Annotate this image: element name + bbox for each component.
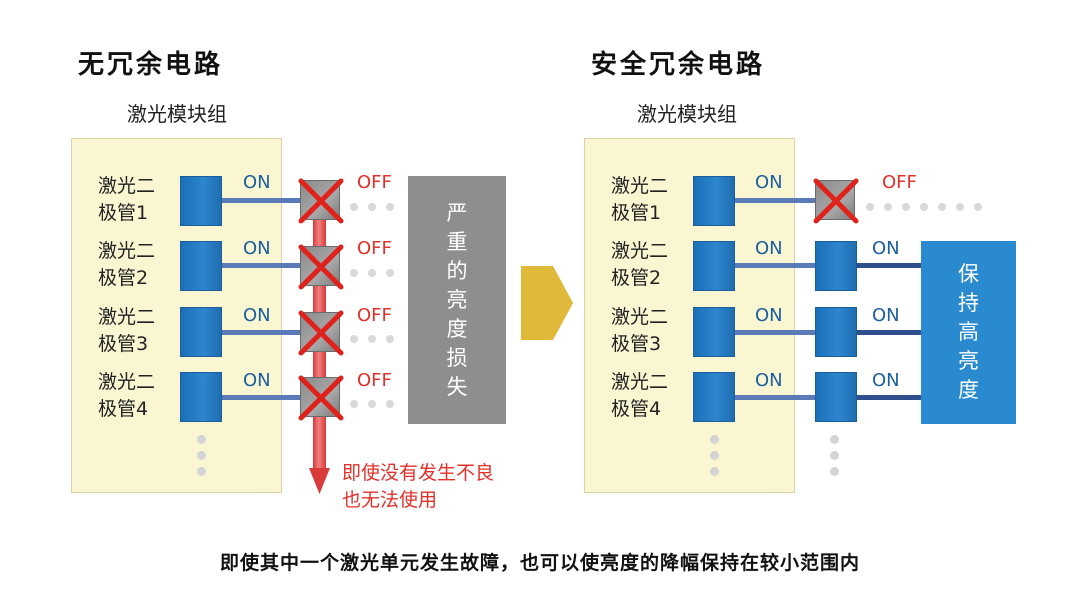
left-on-label-1: ON: [243, 172, 271, 193]
right-dotted-line-1: [866, 196, 992, 215]
left-dotted-line-4: [350, 393, 404, 412]
left-fault-x-icon-2: [298, 244, 344, 290]
left-diode-2: [180, 241, 222, 291]
footer-caption: 即使其中一个激光单元发生故障，也可以使亮度的降幅保持在较小范围内: [219, 552, 860, 574]
left-off-label-3: OFF: [357, 305, 392, 326]
left-diode-label-2: 激光二极管2: [98, 240, 156, 289]
left-wire-1: [222, 198, 308, 203]
left-dotted-line-1: [350, 196, 404, 215]
right-group-label: 激光模块组: [637, 102, 737, 126]
left-fault-x-icon-1: [298, 178, 344, 224]
left-more-dots: [197, 435, 206, 483]
left-switch-2: [298, 244, 344, 290]
left-off-label-4: OFF: [357, 370, 392, 391]
left-switch-3: [298, 310, 344, 356]
right-switch-on-label-3: ON: [872, 305, 900, 326]
right-switch-on-label-4: ON: [872, 370, 900, 391]
right-more-dots: [710, 435, 719, 483]
left-on-label-2: ON: [243, 238, 271, 259]
right-wire-1: [735, 198, 815, 203]
left-wire-3: [222, 330, 308, 335]
right-module-panel: [584, 138, 795, 493]
left-diode-4: [180, 372, 222, 422]
left-module-panel: [71, 138, 282, 493]
severe-loss-box: 严 重 的 亮 度 损 失: [408, 176, 506, 424]
left-off-label-1: OFF: [357, 172, 392, 193]
right-on-label-4: ON: [755, 370, 783, 391]
right-diode-label-3: 激光二极管3: [611, 306, 669, 355]
right-switch-2: [815, 241, 857, 291]
left-wire-2: [222, 263, 308, 268]
left-diode-1: [180, 176, 222, 226]
right-switch-more-dots: [830, 435, 839, 483]
left-on-label-3: ON: [243, 305, 271, 326]
right-out-wire-3: [857, 330, 923, 335]
right-diode-4: [693, 372, 735, 422]
right-switch-on-label-2: ON: [872, 238, 900, 259]
left-diode-3: [180, 307, 222, 357]
left-off-label-2: OFF: [357, 238, 392, 259]
left-fault-x-icon-3: [298, 310, 344, 356]
left-wire-4: [222, 395, 308, 400]
left-title: 无冗余电路: [78, 50, 224, 80]
left-on-label-4: ON: [243, 370, 271, 391]
right-fault-x-icon-1: [813, 178, 859, 224]
left-dotted-line-2: [350, 262, 404, 281]
right-switch-3: [815, 307, 857, 357]
left-group-label: 激光模块组: [127, 102, 227, 126]
right-on-label-3: ON: [755, 305, 783, 326]
right-off-label-1: OFF: [882, 172, 917, 193]
right-diode-label-4: 激光二极管4: [611, 371, 669, 420]
right-diode-label-2: 激光二极管2: [611, 240, 669, 289]
left-fault-x-icon-4: [298, 375, 344, 421]
right-out-wire-2: [857, 263, 923, 268]
right-wire-3: [735, 330, 815, 335]
left-diode-label-3: 激光二极管3: [98, 306, 156, 355]
left-failure-note: 即使没有发生不良 也无法使用: [342, 462, 495, 511]
right-diode-2: [693, 241, 735, 291]
left-switch-1: [298, 178, 344, 224]
right-switch-1: [813, 178, 859, 224]
right-wire-2: [735, 263, 815, 268]
right-on-label-2: ON: [755, 238, 783, 259]
left-diode-label-1: 激光二极管1: [98, 175, 156, 224]
left-diode-label-4: 激光二极管4: [98, 371, 156, 420]
right-switch-4: [815, 372, 857, 422]
left-switch-4: [298, 375, 344, 421]
right-out-wire-4: [857, 395, 923, 400]
right-diode-3: [693, 307, 735, 357]
right-on-label-1: ON: [755, 172, 783, 193]
left-red-bus-tip: [309, 468, 330, 494]
keep-brightness-box: 保 持 高 亮 度: [921, 241, 1016, 424]
right-wire-4: [735, 395, 815, 400]
right-diode-1: [693, 176, 735, 226]
transition-arrow-icon: [521, 266, 573, 340]
right-title: 安全冗余电路: [591, 50, 766, 80]
right-diode-label-1: 激光二极管1: [611, 175, 669, 224]
left-dotted-line-3: [350, 328, 404, 347]
